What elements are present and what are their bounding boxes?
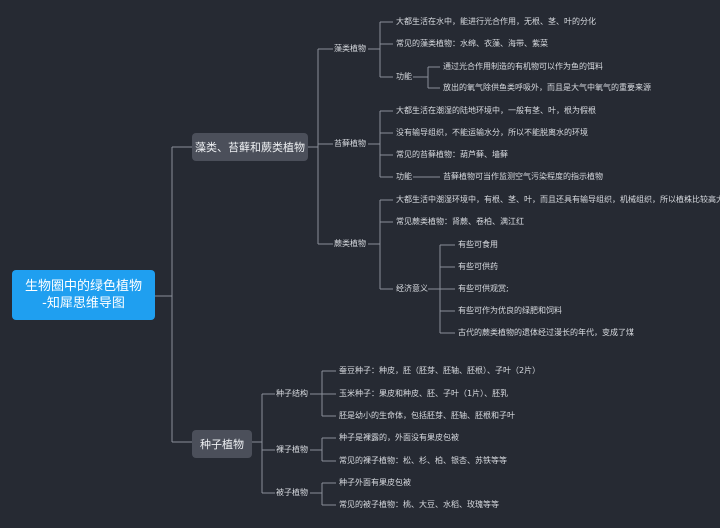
leaf-angio-2[interactable]: 常见的被子植物：桃、大豆、水稻、玫瑰等等 <box>339 500 499 509</box>
leaf-algae-habitat[interactable]: 大都生活在水中，能进行光合作用，无根、茎、叶的分化 <box>396 17 596 26</box>
node-fern-economic[interactable]: 经济意义 <box>396 284 428 293</box>
leaf-gymno-2[interactable]: 常见的裸子植物：松、杉、柏、银杏、苏铁等等 <box>339 456 507 465</box>
leaf-fern-common[interactable]: 常见蕨类植物：肾蕨、卷柏、满江红 <box>396 217 524 226</box>
leaf-seed-s3[interactable]: 胚是幼小的生命体，包括胚芽、胚轴、胚根和子叶 <box>339 411 515 420</box>
leaf-moss-common[interactable]: 常见的苔藓植物：葫芦藓、墙藓 <box>396 150 508 159</box>
leaf-moss-func1[interactable]: 苔藓植物可当作监测空气污染程度的指示植物 <box>443 172 603 181</box>
leaf-algae-common[interactable]: 常见的藻类植物：水绵、衣藻、海带、紫菜 <box>396 39 548 48</box>
leaf-moss-no-vessel[interactable]: 没有输导组织，不能运输水分，所以不能脱离水的环境 <box>396 128 588 137</box>
leaf-fern-econ-2[interactable]: 有些可供药 <box>458 262 498 271</box>
node-fern[interactable]: 蕨类植物 <box>334 239 366 248</box>
node-moss[interactable]: 苔藓植物 <box>334 139 366 148</box>
leaf-algae-func1[interactable]: 通过光合作用制造的有机物可以作为鱼的饵料 <box>443 62 603 71</box>
root-title: 生物圈中的绿色植物 <box>24 279 142 294</box>
leaf-fern-habitat[interactable]: 大都生活中潮湿环境中，有根、茎、叶，而且还具有输导组织，机械组织，所以植株比较高… <box>396 195 720 204</box>
root-subtitle: -知犀思维导图 <box>42 296 125 311</box>
leaf-fern-econ-5[interactable]: 古代的蕨类植物的遗体经过漫长的年代，变成了煤 <box>458 328 634 337</box>
leaf-algae-func2[interactable]: 放出的氧气除供鱼类呼吸外，而且是大气中氧气的重要来源 <box>443 83 651 92</box>
leaf-fern-econ-3[interactable]: 有些可供观赏; <box>458 284 509 293</box>
node-algae[interactable]: 藻类植物 <box>334 44 366 53</box>
leaf-fern-econ-4[interactable]: 有些可作为优良的绿肥和饲料 <box>458 306 562 315</box>
root-node[interactable]: 生物圈中的绿色植物 -知犀思维导图 <box>12 270 155 320</box>
node-moss-function[interactable]: 功能 <box>396 172 412 181</box>
node-seed-structure[interactable]: 种子结构 <box>276 389 308 398</box>
leaf-gymno-1[interactable]: 种子是裸露的，外面没有果皮包被 <box>339 433 459 442</box>
branch-algae-moss-fern[interactable]: 藻类、苔藓和蕨类植物 <box>192 133 308 161</box>
branch-seed-plants[interactable]: 种子植物 <box>192 430 252 458</box>
leaf-seed-s2[interactable]: 玉米种子：果皮和种皮、胚、子叶（1片）、胚乳 <box>339 389 509 398</box>
leaf-fern-econ-1[interactable]: 有些可食用 <box>458 240 498 249</box>
node-angiosperm[interactable]: 被子植物 <box>276 488 308 497</box>
leaf-moss-habitat[interactable]: 大都生活在潮湿的陆地环境中，一般有茎、叶，根为假根 <box>396 106 596 115</box>
node-gymnosperm[interactable]: 裸子植物 <box>276 445 308 454</box>
leaf-seed-s1[interactable]: 蚕豆种子：种皮，胚（胚芽、胚轴、胚根）、子叶（2片） <box>339 366 541 375</box>
node-algae-function[interactable]: 功能 <box>396 72 412 81</box>
leaf-angio-1[interactable]: 种子外面有果皮包被 <box>339 478 411 487</box>
